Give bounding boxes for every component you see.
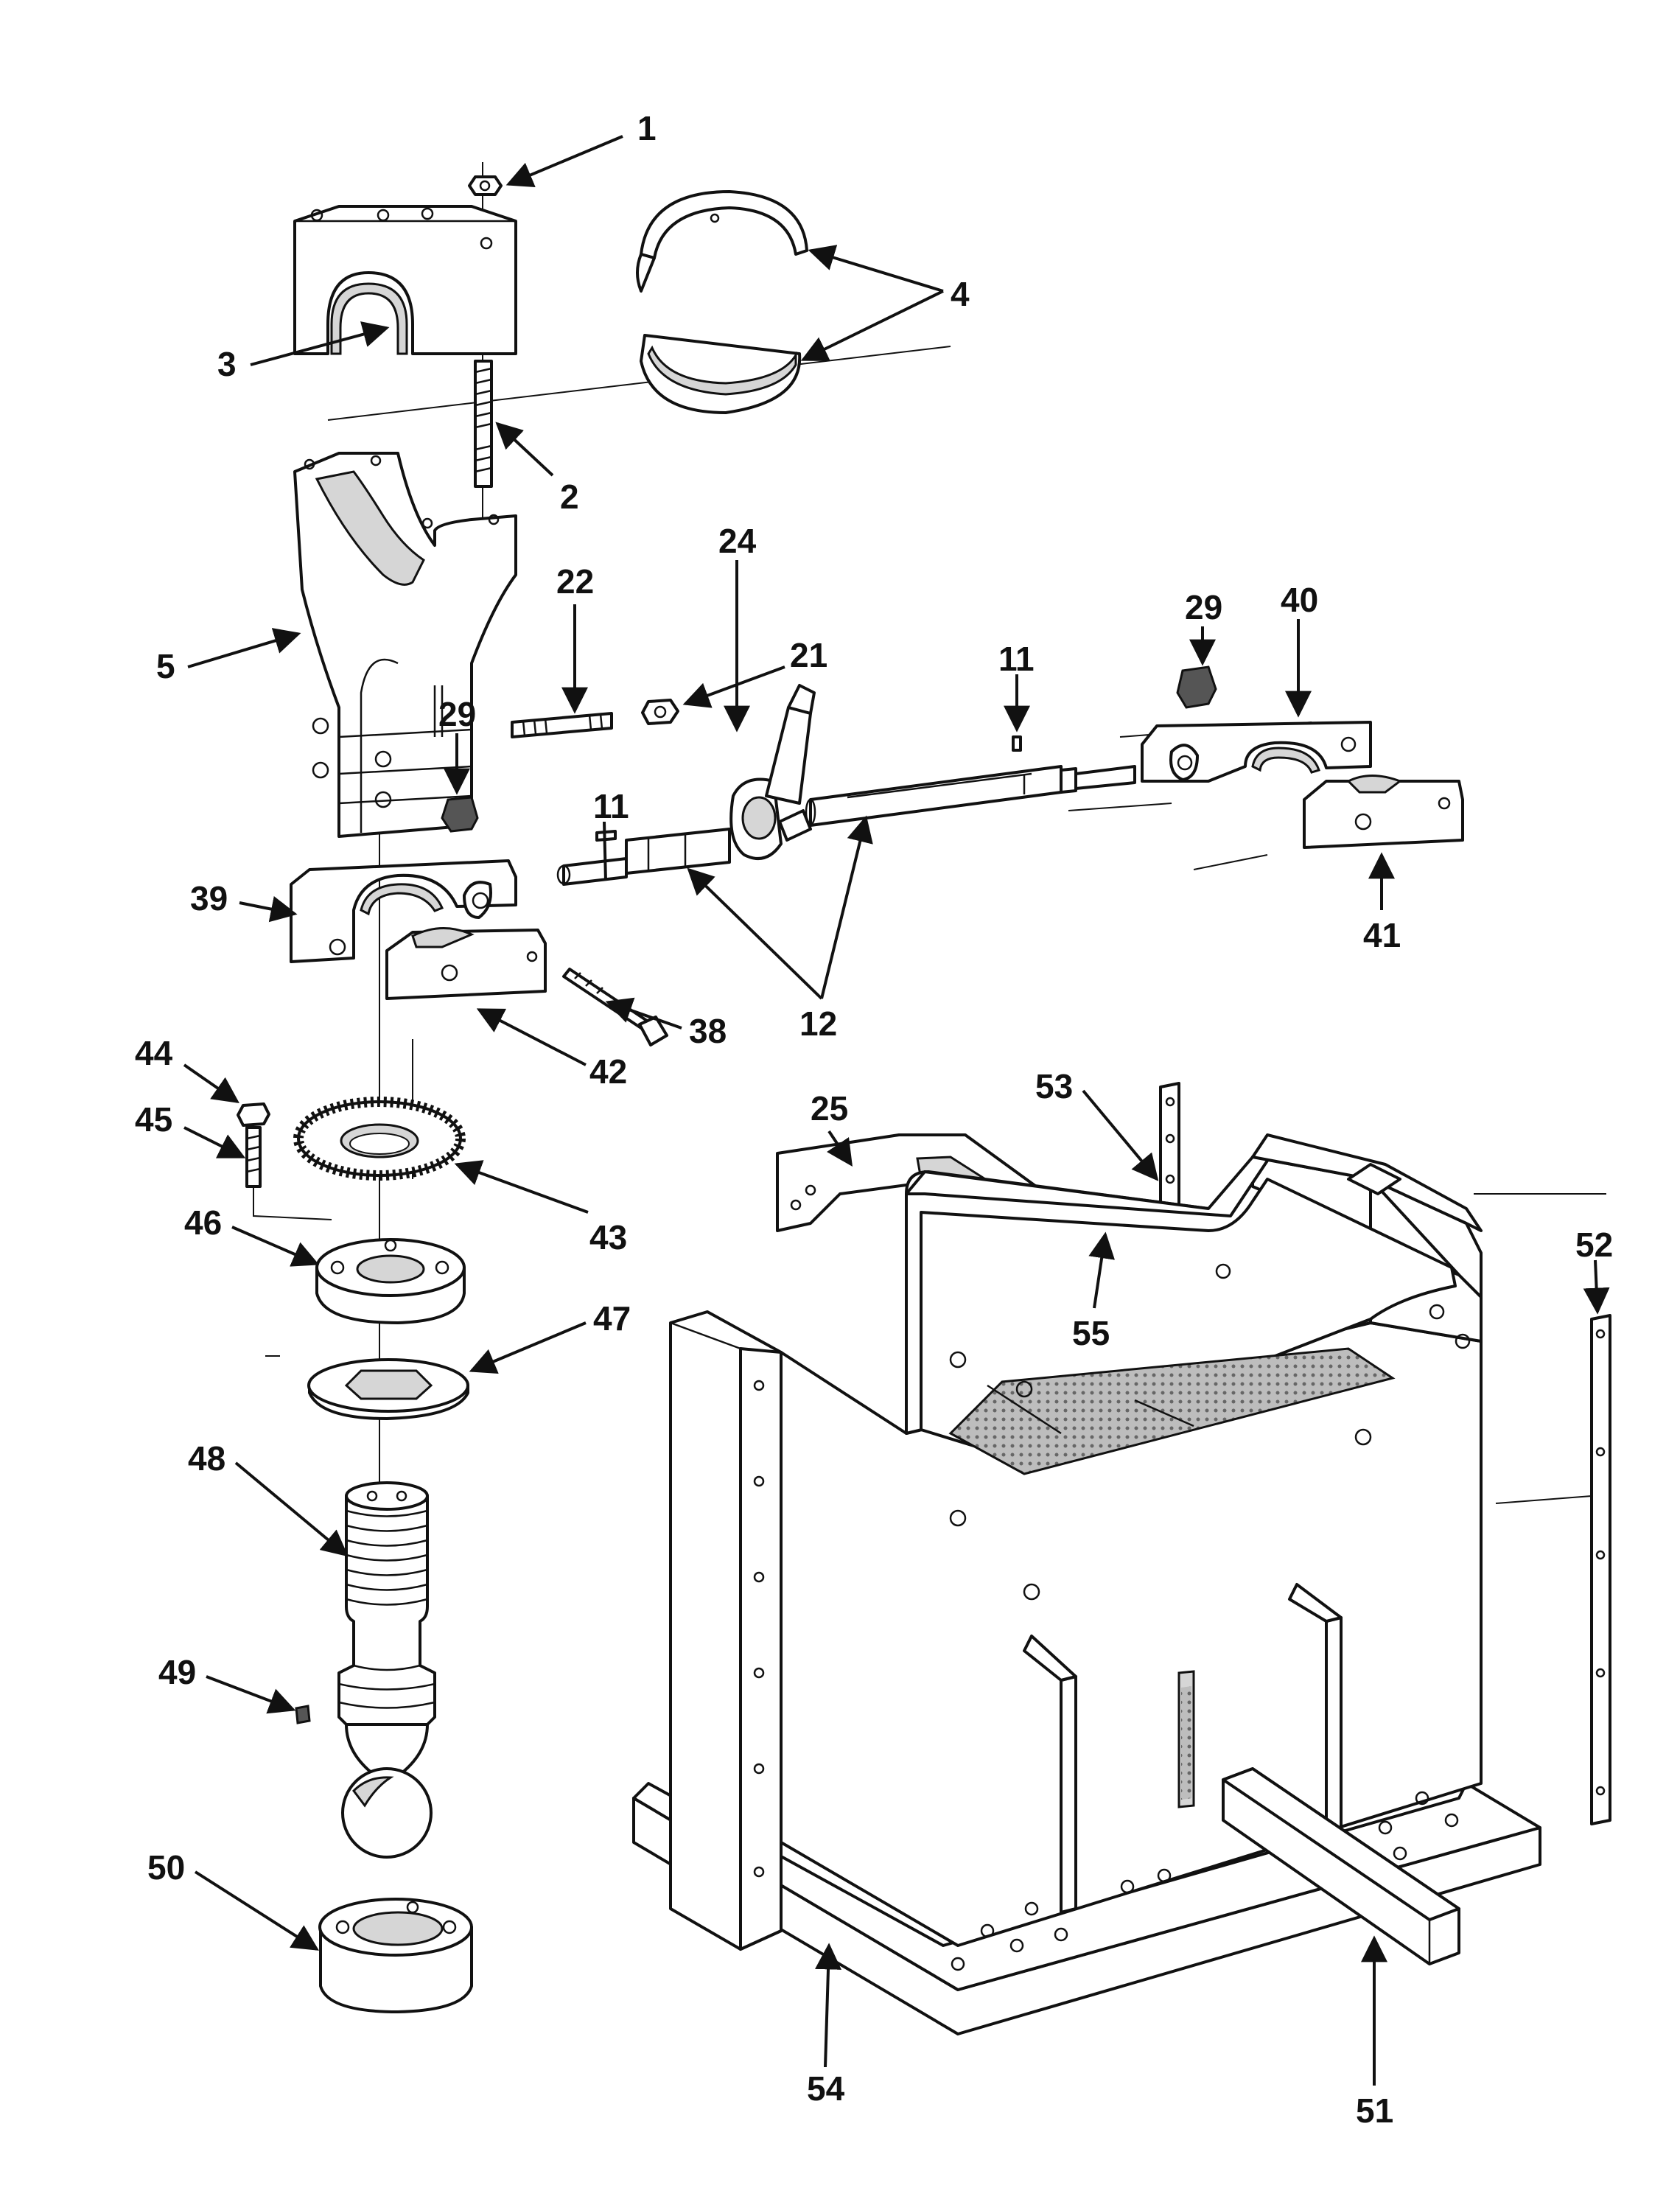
callout-54: 54: [807, 2069, 845, 2108]
callout-21: 21: [790, 636, 827, 674]
callout-38: 38: [689, 1012, 727, 1050]
callout-3: 3: [217, 345, 237, 383]
callout-41: 41: [1363, 916, 1401, 954]
part-54-stand: [632, 1133, 1541, 2035]
part-38-bolt: [562, 968, 668, 1046]
callout-55: 55: [1072, 1314, 1110, 1352]
callout-44: 44: [135, 1034, 173, 1072]
callout-25: 25: [811, 1089, 848, 1128]
callout-48: 48: [188, 1439, 225, 1478]
part-11-pin-left: [595, 830, 617, 842]
part-4-bearing-shells: [636, 190, 808, 414]
callout-50: 50: [147, 1848, 185, 1887]
leader-lines: [183, 135, 1610, 2086]
part-41-right-lower-clamp: [1303, 775, 1464, 849]
callout-11-left: 11: [593, 787, 629, 825]
callout-39: 39: [190, 879, 228, 918]
part-22-rod: [511, 712, 613, 738]
callout-11-right: 11: [998, 640, 1035, 678]
callout-49: 49: [158, 1653, 196, 1691]
callout-42: 42: [589, 1052, 627, 1091]
callout-29-right: 29: [1185, 588, 1222, 626]
callout-43: 43: [589, 1218, 627, 1256]
part-51-bar: [1222, 1767, 1460, 1965]
callout-45: 45: [135, 1100, 172, 1139]
part-2-stud: [474, 360, 493, 488]
part-44-nut: [237, 1102, 270, 1127]
part-3-bearing-cap: [293, 205, 517, 355]
part-50-socket: [318, 1898, 473, 2013]
part-45-stud: [245, 1126, 332, 1220]
callout-22: 22: [556, 562, 594, 601]
part-12-shaft-left: [556, 828, 731, 886]
part-46-collar: [315, 1238, 466, 1324]
callout-4: 4: [951, 275, 970, 313]
callout-1: 1: [637, 109, 657, 147]
callout-29-left: 29: [438, 695, 476, 733]
part-29-knob-left: [441, 796, 479, 833]
part-1-nut: [468, 175, 503, 196]
part-29-knob-right: [1176, 665, 1217, 709]
callout-40: 40: [1281, 581, 1318, 619]
callout-46: 46: [184, 1203, 222, 1242]
callout-51: 51: [1356, 2091, 1393, 2130]
part-52-strip: [1590, 1314, 1611, 1825]
callout-47: 47: [593, 1299, 631, 1338]
callout-12: 12: [799, 1004, 837, 1043]
callout-53: 53: [1035, 1067, 1073, 1105]
callout-labels: 1 2 3 4 5 11 11 12 21 22 24 25 29 29 38 …: [135, 109, 1613, 2130]
part-12-shaft-right: [805, 765, 1136, 827]
part-42-lower-clamp: [385, 927, 547, 1000]
part-43-bevel-gear: [293, 1097, 466, 1181]
part-47-washer: [307, 1358, 469, 1420]
part-48-spindle: [337, 1481, 436, 1859]
part-39-left-clamp: [290, 859, 517, 963]
part-40-right-clamp: [1141, 721, 1372, 783]
part-5-pedestal: [293, 452, 517, 838]
callout-5: 5: [156, 647, 175, 685]
part-11-pin-right: [1012, 735, 1022, 752]
part-24-lever: [729, 684, 816, 860]
part-49-pin: [295, 1705, 311, 1724]
callout-52: 52: [1575, 1226, 1613, 1264]
callout-24: 24: [718, 522, 757, 560]
part-21-nut: [641, 699, 679, 725]
callout-2: 2: [560, 478, 579, 516]
